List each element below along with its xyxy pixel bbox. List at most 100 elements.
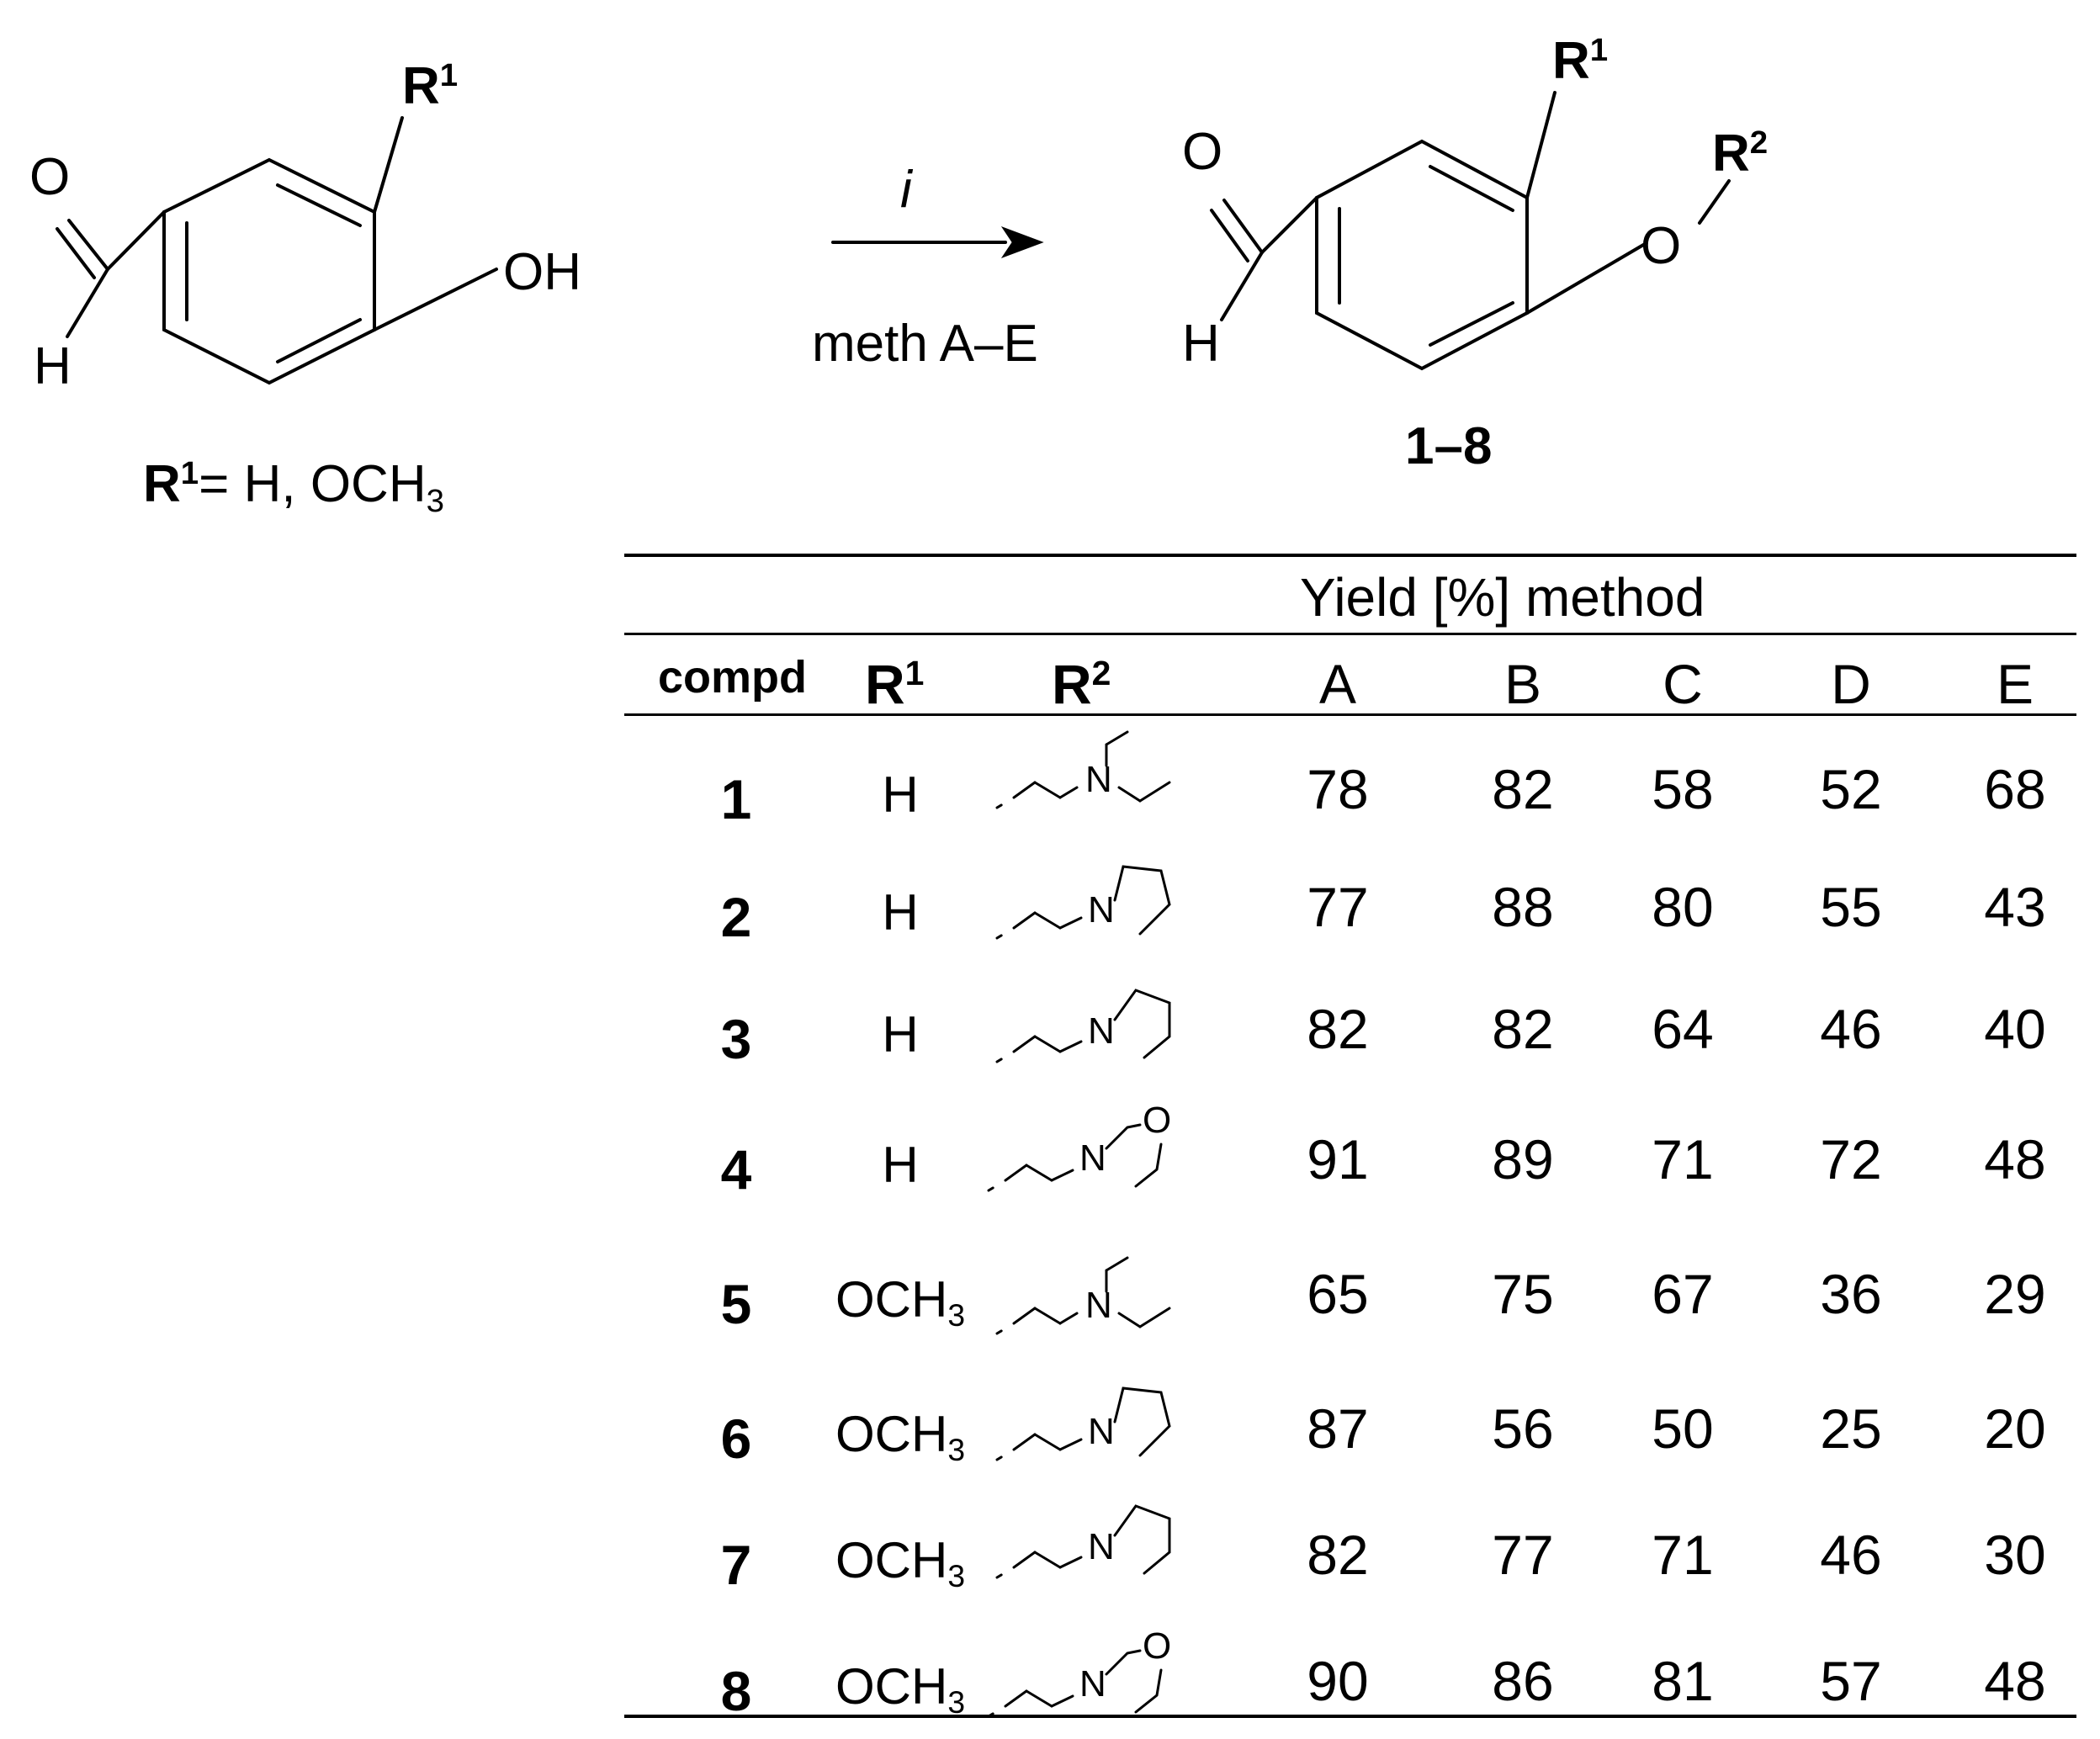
r1-value: OCH3	[835, 1271, 966, 1333]
yield-method-a: 82	[1307, 998, 1369, 1060]
r1-value: H	[882, 884, 919, 941]
compound-number: 6	[720, 1408, 752, 1470]
r2-structure-pyrrolidinylethyl-row-6	[995, 1386, 1171, 1461]
yield-method-a: 65	[1307, 1263, 1369, 1325]
product-carbonyl-oxygen-label: O	[1182, 123, 1223, 181]
yield-method-e: 29	[1984, 1263, 2046, 1325]
yield-method-e: 68	[1984, 758, 2046, 820]
yield-method-b: 82	[1492, 998, 1554, 1060]
yield-method-c: 71	[1652, 1524, 1714, 1586]
r2-nitrogen-label: N	[1088, 1010, 1115, 1052]
column-header-method-e: E	[1996, 653, 2034, 715]
compound-number: 8	[720, 1660, 752, 1722]
yield-method-d: 52	[1820, 758, 1882, 820]
yield-method-a: 78	[1307, 758, 1369, 820]
yield-method-b: 77	[1492, 1524, 1554, 1586]
r2-structure-diethylaminoethyl-row-1	[995, 730, 1171, 809]
yield-method-c: 50	[1652, 1397, 1714, 1460]
column-header-r2: R2	[1052, 653, 1111, 715]
yield-method-d: 46	[1820, 1524, 1882, 1586]
reactant-r1-label: R1	[402, 56, 459, 115]
r2-nitrogen-label: N	[1085, 759, 1112, 800]
compound-number: 4	[720, 1138, 752, 1201]
yield-method-e: 48	[1984, 1650, 2046, 1712]
r2-oxygen-label: O	[1143, 1625, 1172, 1667]
compound-number: 3	[720, 1008, 752, 1070]
yield-method-c: 67	[1652, 1263, 1714, 1325]
yield-method-b: 88	[1492, 876, 1554, 938]
r2-nitrogen-label: N	[1079, 1137, 1106, 1179]
r2-structure-diethylaminoethyl-row-5	[995, 1256, 1171, 1335]
reactant-oh-bond	[373, 268, 498, 331]
column-header-method-a: A	[1318, 653, 1357, 715]
yield-method-d: 55	[1820, 876, 1882, 938]
yield-method-b: 89	[1492, 1128, 1554, 1190]
table-group-rule	[624, 633, 2076, 635]
yield-method-a: 91	[1307, 1128, 1369, 1190]
r2-nitrogen-label: N	[1079, 1663, 1106, 1705]
yield-method-d: 46	[1820, 998, 1882, 1060]
reactant-oh-label: OH	[503, 243, 581, 301]
r1-value: OCH3	[835, 1406, 966, 1468]
column-header-r1: R1	[865, 653, 925, 715]
r2-structure-morpholinylethyl-row-4	[987, 1123, 1163, 1192]
compound-number: 1	[720, 768, 752, 830]
product-benzene-ring	[1315, 139, 1529, 371]
r2-nitrogen-label: N	[1085, 1285, 1112, 1326]
table-bottom-rule	[624, 1715, 2076, 1718]
yield-method-a: 82	[1307, 1524, 1369, 1586]
product-r1-label: R1	[1552, 31, 1609, 90]
yield-method-b: 75	[1492, 1263, 1554, 1325]
r1-value: H	[882, 766, 919, 823]
yield-method-c: 71	[1652, 1128, 1714, 1190]
reactant-aldehyde-hydrogen-label: H	[34, 337, 72, 395]
product-ether-oxygen-label: O	[1641, 217, 1682, 275]
product-compound-range: 1–8	[1405, 417, 1493, 475]
r2-structure-pyrrolidinylethyl-row-2	[995, 865, 1171, 940]
r2-nitrogen-label: N	[1088, 889, 1115, 930]
r1-value: H	[882, 1137, 919, 1193]
product-aldehyde-hydrogen-label: H	[1182, 315, 1220, 373]
yield-method-e: 20	[1984, 1397, 2046, 1460]
table-top-rule	[624, 554, 2076, 557]
product-ether-bonds	[1525, 179, 1731, 315]
yield-method-b: 56	[1492, 1397, 1554, 1460]
reactant-r1-definition: R1= H, OCH3	[143, 454, 444, 519]
yield-method-c: 80	[1652, 876, 1714, 938]
column-header-method-b: B	[1503, 653, 1542, 715]
product-r2-label: R2	[1712, 124, 1769, 183]
yield-method-d: 36	[1820, 1263, 1882, 1325]
table-header-rule	[624, 713, 2076, 716]
r2-structure-piperidinylethyl-row-7	[995, 1504, 1171, 1579]
compound-number: 2	[720, 886, 752, 948]
reactant-benzene-ring	[162, 157, 376, 385]
conditions-label: meth A–E	[812, 315, 1038, 373]
column-header-compd: compd	[658, 652, 808, 702]
yield-method-b: 86	[1492, 1650, 1554, 1712]
yield-method-c: 64	[1652, 998, 1714, 1060]
r2-nitrogen-label: N	[1088, 1411, 1115, 1452]
reagent-label: i	[900, 161, 912, 219]
table-group-header: Yield [%] method	[1300, 567, 1705, 628]
r2-oxygen-label: O	[1143, 1100, 1172, 1141]
reactant-r1-bond	[373, 116, 404, 214]
r2-nitrogen-label: N	[1088, 1526, 1115, 1567]
yield-method-a: 90	[1307, 1650, 1369, 1712]
yield-method-c: 81	[1652, 1650, 1714, 1712]
r2-structure-piperidinylethyl-row-3	[995, 989, 1171, 1063]
product-aldehyde-bonds	[1210, 196, 1318, 321]
reactant-carbonyl-oxygen-label: O	[29, 148, 71, 206]
r1-value: H	[882, 1006, 919, 1063]
yield-method-e: 48	[1984, 1128, 2046, 1190]
reaction-arrow	[831, 225, 1044, 259]
r1-value: OCH3	[835, 1532, 966, 1594]
yield-method-d: 72	[1820, 1128, 1882, 1190]
yield-method-d: 57	[1820, 1650, 1882, 1712]
column-header-method-c: C	[1662, 653, 1703, 715]
r2-structure-morpholinylethyl-row-8	[987, 1649, 1163, 1718]
yield-method-e: 30	[1984, 1524, 2046, 1586]
yield-method-b: 82	[1492, 758, 1554, 820]
yield-method-e: 40	[1984, 998, 2046, 1060]
yield-method-a: 77	[1307, 876, 1369, 938]
